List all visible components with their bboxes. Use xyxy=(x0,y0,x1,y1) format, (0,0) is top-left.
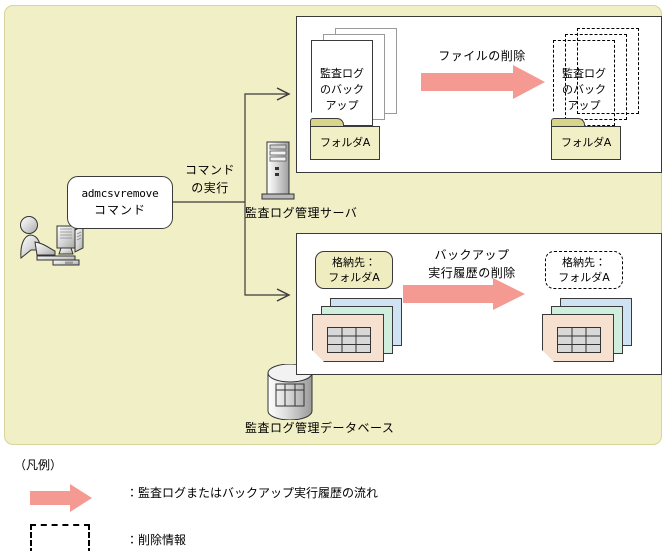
command-box: admcsvremove コマンド xyxy=(67,176,173,229)
legend-item-deleted-text: ：削除情報 xyxy=(126,533,187,547)
folder-body xyxy=(310,126,380,160)
folder-a-label-after: フォルダA xyxy=(560,136,612,149)
legend-title: （凡例） xyxy=(14,458,63,472)
backup-history-records-before xyxy=(312,298,404,366)
server-tower-icon xyxy=(261,141,295,200)
file-deletion-operation-label: ファイルの削除 xyxy=(438,49,526,63)
connector-wires xyxy=(169,87,291,302)
record-card-front xyxy=(542,314,614,362)
folder-a-label-before: フォルダA xyxy=(319,136,371,149)
storage-location-tag-before: 格納先： フォルダA xyxy=(315,251,393,289)
folder-a-before: フォルダA xyxy=(310,118,380,160)
record-card-front xyxy=(312,314,384,362)
audit-log-database-label: 監査ログ管理データベース xyxy=(245,421,395,435)
command-execution-label-line1: コマンド xyxy=(184,163,235,177)
folder-body xyxy=(551,126,621,160)
command-suffix: コマンド xyxy=(93,202,146,217)
person-at-workstation-icon xyxy=(20,216,84,266)
record-table-grid-icon xyxy=(557,327,601,353)
folder-tab xyxy=(551,118,585,127)
folder-a-after: フォルダA xyxy=(551,118,621,160)
legend-dashed-rectangle-icon xyxy=(30,524,90,551)
command-name: admcsvremove xyxy=(81,186,159,200)
storage-location-tag-after: 格納先： フォルダA xyxy=(545,251,623,289)
backup-history-deletion-flow-arrow xyxy=(403,278,525,310)
legend: （凡例） ：監査ログまたはバックアップ実行履歴の流れ ：削除情報 xyxy=(0,448,672,551)
audit-log-server-label: 監査ログ管理サーバ xyxy=(245,206,358,220)
file-deletion-flow-arrow xyxy=(421,65,545,99)
diagram-stage: admcsvremove コマンド コマンド の実行 xyxy=(4,5,662,445)
backup-history-deletion-operation-label: バックアップ 実行履歴の削除 xyxy=(401,246,543,282)
operation-label-line2: 実行履歴の削除 xyxy=(428,266,516,280)
audit-log-backup-documents-after: 監査ログ のバック アップ xyxy=(553,28,645,132)
document-sheet-back-deleted xyxy=(577,28,639,114)
operation-label-line1: バックアップ xyxy=(434,248,510,262)
document-sheet-middle-deleted xyxy=(565,34,627,120)
command-execution-label: コマンド の実行 xyxy=(173,161,247,197)
legend-pink-block-arrow-icon xyxy=(30,484,92,512)
legend-item-flow-text: ：監査ログまたはバックアップ実行履歴の流れ xyxy=(126,486,379,500)
folder-tab xyxy=(310,118,344,127)
backup-history-records-after xyxy=(542,298,634,366)
command-execution-label-line2: の実行 xyxy=(191,181,229,195)
document-label-before: 監査ログ のバック アップ xyxy=(320,67,364,112)
document-label-after: 監査ログ のバック アップ xyxy=(562,67,606,112)
record-table-grid-icon xyxy=(327,327,371,353)
audit-log-backup-documents-before: 監査ログ のバック アップ xyxy=(311,28,403,132)
